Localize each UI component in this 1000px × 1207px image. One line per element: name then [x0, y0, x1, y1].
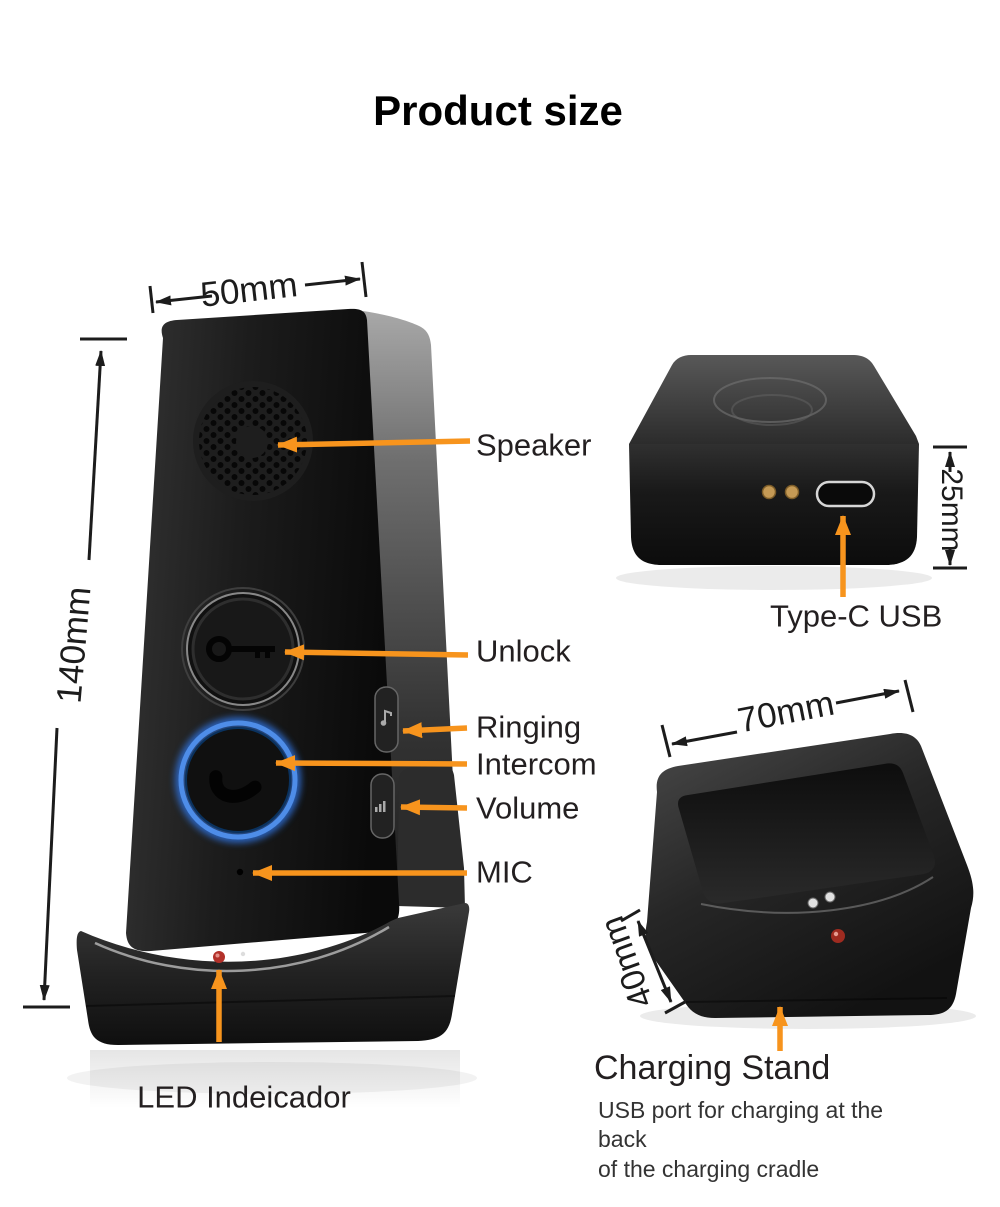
key-icon [206, 636, 275, 662]
led-dot [213, 951, 246, 963]
callout-intercom: Intercom [476, 746, 597, 782]
intercom-arrow [275, 755, 468, 772]
callout-arrows [211, 436, 851, 1051]
charging-stand-illustration [640, 733, 976, 1029]
usb-c-port [815, 480, 876, 508]
volume-button [370, 773, 395, 839]
volume-bars-icon [375, 801, 386, 812]
ringing-button [374, 686, 399, 753]
callout-ringing: Ringing [476, 709, 582, 745]
unlock-arrow [284, 644, 469, 661]
charging-stand-note: USB port for charging at the back of the… [598, 1096, 928, 1184]
pogo-pins [761, 484, 800, 500]
mic-hole-dot [236, 868, 244, 876]
volume-arrow [400, 799, 468, 816]
callout-led-indicator: LED Indeicador [137, 1079, 351, 1115]
led-dot [831, 929, 845, 943]
callout-unlock: Unlock [476, 633, 571, 669]
callout-type-c-usb: Type-C USB [770, 598, 943, 634]
dimension-lines [23, 261, 967, 1015]
dimension-height-140mm: 140mm [49, 585, 99, 705]
callout-volume: Volume [476, 790, 580, 826]
phone-handset-icon [209, 770, 262, 803]
ringing-arrow [402, 722, 468, 739]
handset-illustration [67, 308, 477, 1108]
dimension-height-25mm: 25mm [935, 468, 968, 552]
speaker-arrow [277, 436, 471, 453]
speaker-grille [193, 381, 313, 501]
music-note-icon [380, 709, 392, 726]
unlock-button [181, 587, 305, 711]
page-title: Product size [373, 87, 623, 134]
charging-stand-note-line1: USB port for charging at the back [598, 1097, 884, 1153]
bottom-view-illustration [616, 355, 932, 590]
callout-mic: MIC [476, 854, 533, 890]
intercom-button [175, 717, 301, 843]
callout-charging-stand: Charging Stand [594, 1049, 831, 1087]
callout-speaker: Speaker [476, 427, 592, 463]
charging-stand-note-line2: of the charging cradle [598, 1155, 820, 1182]
pogo-pins [807, 891, 836, 909]
